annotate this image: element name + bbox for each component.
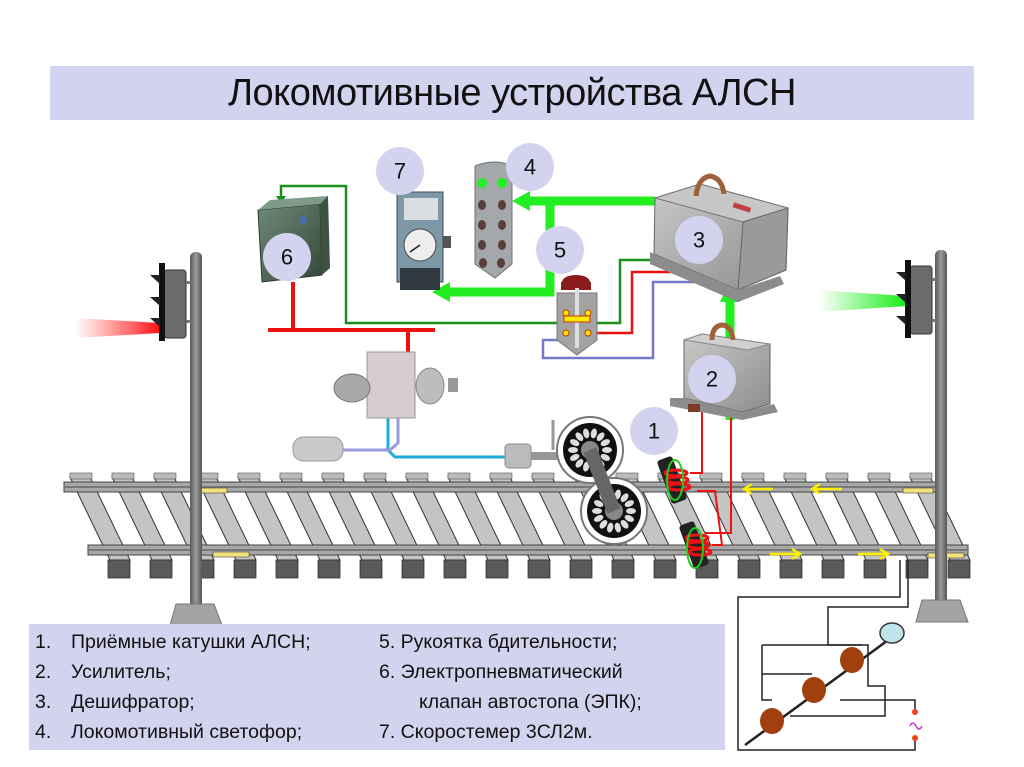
sleeper xyxy=(69,472,131,579)
signal-head xyxy=(163,269,187,339)
sleeper xyxy=(363,472,425,579)
legend-item: 4.Локомотивный светофор; xyxy=(35,721,303,743)
arrow-left xyxy=(809,482,842,496)
sleeper xyxy=(195,472,257,579)
lens xyxy=(497,258,505,268)
signal-pole xyxy=(935,250,947,606)
legend-item: 1.Приёмные катушки АЛСН; xyxy=(35,631,311,653)
sleeper xyxy=(447,472,509,579)
wire-green-to-epk xyxy=(279,184,560,325)
lens xyxy=(479,258,487,268)
track-circuit-schematic xyxy=(737,560,923,751)
railway-track xyxy=(63,472,971,579)
badge-label: 4 xyxy=(524,155,536,180)
current-arrows xyxy=(741,482,891,561)
receiving-coils xyxy=(657,456,713,569)
pole-base xyxy=(915,599,969,623)
badge-circle xyxy=(506,143,554,191)
lens xyxy=(498,220,506,230)
legend-item: 3.Дешифратор; xyxy=(35,691,195,713)
signal-head xyxy=(909,265,933,335)
pipe-lilac xyxy=(340,410,400,452)
sleeper xyxy=(531,472,593,579)
rail-joint xyxy=(902,487,934,494)
pole-base xyxy=(169,603,223,626)
wire-blue xyxy=(541,280,722,360)
badge-label: 2 xyxy=(706,367,718,392)
signal-left xyxy=(75,252,223,626)
sleeper xyxy=(279,472,341,579)
air-reservoir xyxy=(292,436,344,462)
legend-item-continuation: клапан автостопа (ЭПК); xyxy=(419,691,642,713)
arrow-left xyxy=(741,482,773,496)
badge-circle xyxy=(536,226,584,274)
lens xyxy=(498,200,506,210)
arrow-right xyxy=(770,547,803,561)
lens xyxy=(478,240,486,250)
badge-3: 3 xyxy=(675,216,723,264)
rail-joint xyxy=(212,551,250,558)
sleeper xyxy=(237,472,299,579)
signal-right xyxy=(818,250,969,623)
arrow-right xyxy=(858,547,891,561)
device-locomotive-signal xyxy=(474,161,513,279)
legend: 1.Приёмные катушки АЛСН; 2.Усилитель; 3.… xyxy=(29,624,725,750)
badge-4: 4 xyxy=(506,143,554,191)
wire-coil-2 xyxy=(705,412,732,534)
legend-right-column: 5. Рукоятка бдительности; 6. Электропнев… xyxy=(379,627,642,747)
sleeper xyxy=(489,472,551,579)
badge-label: 5 xyxy=(554,238,566,263)
badge-1: 1 xyxy=(630,407,678,455)
sleeper xyxy=(825,472,887,579)
badge-circle xyxy=(630,407,678,455)
badge-label: 3 xyxy=(693,228,705,253)
rail-joint xyxy=(200,487,228,494)
green-light-beam xyxy=(818,290,907,312)
legend-left-column: 1.Приёмные катушки АЛСН; 2.Усилитель; 3.… xyxy=(35,627,311,747)
badge-circle xyxy=(688,355,736,403)
number-badges: 1 2 3 4 5 6 7 xyxy=(263,143,736,455)
wheelset xyxy=(556,416,648,545)
badge-2: 2 xyxy=(688,355,736,403)
sleeper xyxy=(741,472,803,579)
device-epk-valve-block xyxy=(333,351,458,419)
pipe-cyan xyxy=(386,410,517,459)
red-light-beam xyxy=(75,318,160,338)
legend-item: 2.Усилитель; xyxy=(35,661,171,683)
page-title: Локомотивные устройства АЛСН xyxy=(228,71,796,114)
wire-coil-1 xyxy=(690,412,703,474)
badge-5: 5 xyxy=(536,226,584,274)
sleeper xyxy=(867,472,929,579)
badge-label: 6 xyxy=(281,245,293,270)
device-vigilance-handle xyxy=(556,275,598,356)
badge-7: 7 xyxy=(376,147,424,195)
badge-6: 6 xyxy=(263,233,311,281)
sleeper xyxy=(405,472,467,579)
legend-item: 6. Электропневматический xyxy=(379,661,623,683)
lens xyxy=(498,240,506,250)
badge-circle xyxy=(675,216,723,264)
badge-circle xyxy=(263,233,311,281)
lens xyxy=(478,220,486,230)
badge-label: 7 xyxy=(394,159,406,184)
wheel xyxy=(556,416,624,484)
device-speedometer xyxy=(396,191,451,290)
sleeper xyxy=(783,472,845,579)
legend-item: 5. Рукоятка бдительности; xyxy=(379,631,618,653)
badge-label: 1 xyxy=(648,419,660,444)
sleeper xyxy=(111,472,173,579)
sleeper xyxy=(321,472,383,579)
sleepers xyxy=(69,472,971,579)
legend-item: 7. Скоростемер 3СЛ2м. xyxy=(379,721,593,743)
signal-pole xyxy=(190,252,202,608)
title-band: Локомотивные устройства АЛСН xyxy=(50,66,974,120)
lens xyxy=(478,200,486,210)
badge-circle xyxy=(376,147,424,195)
brake-cylinder xyxy=(504,420,557,469)
